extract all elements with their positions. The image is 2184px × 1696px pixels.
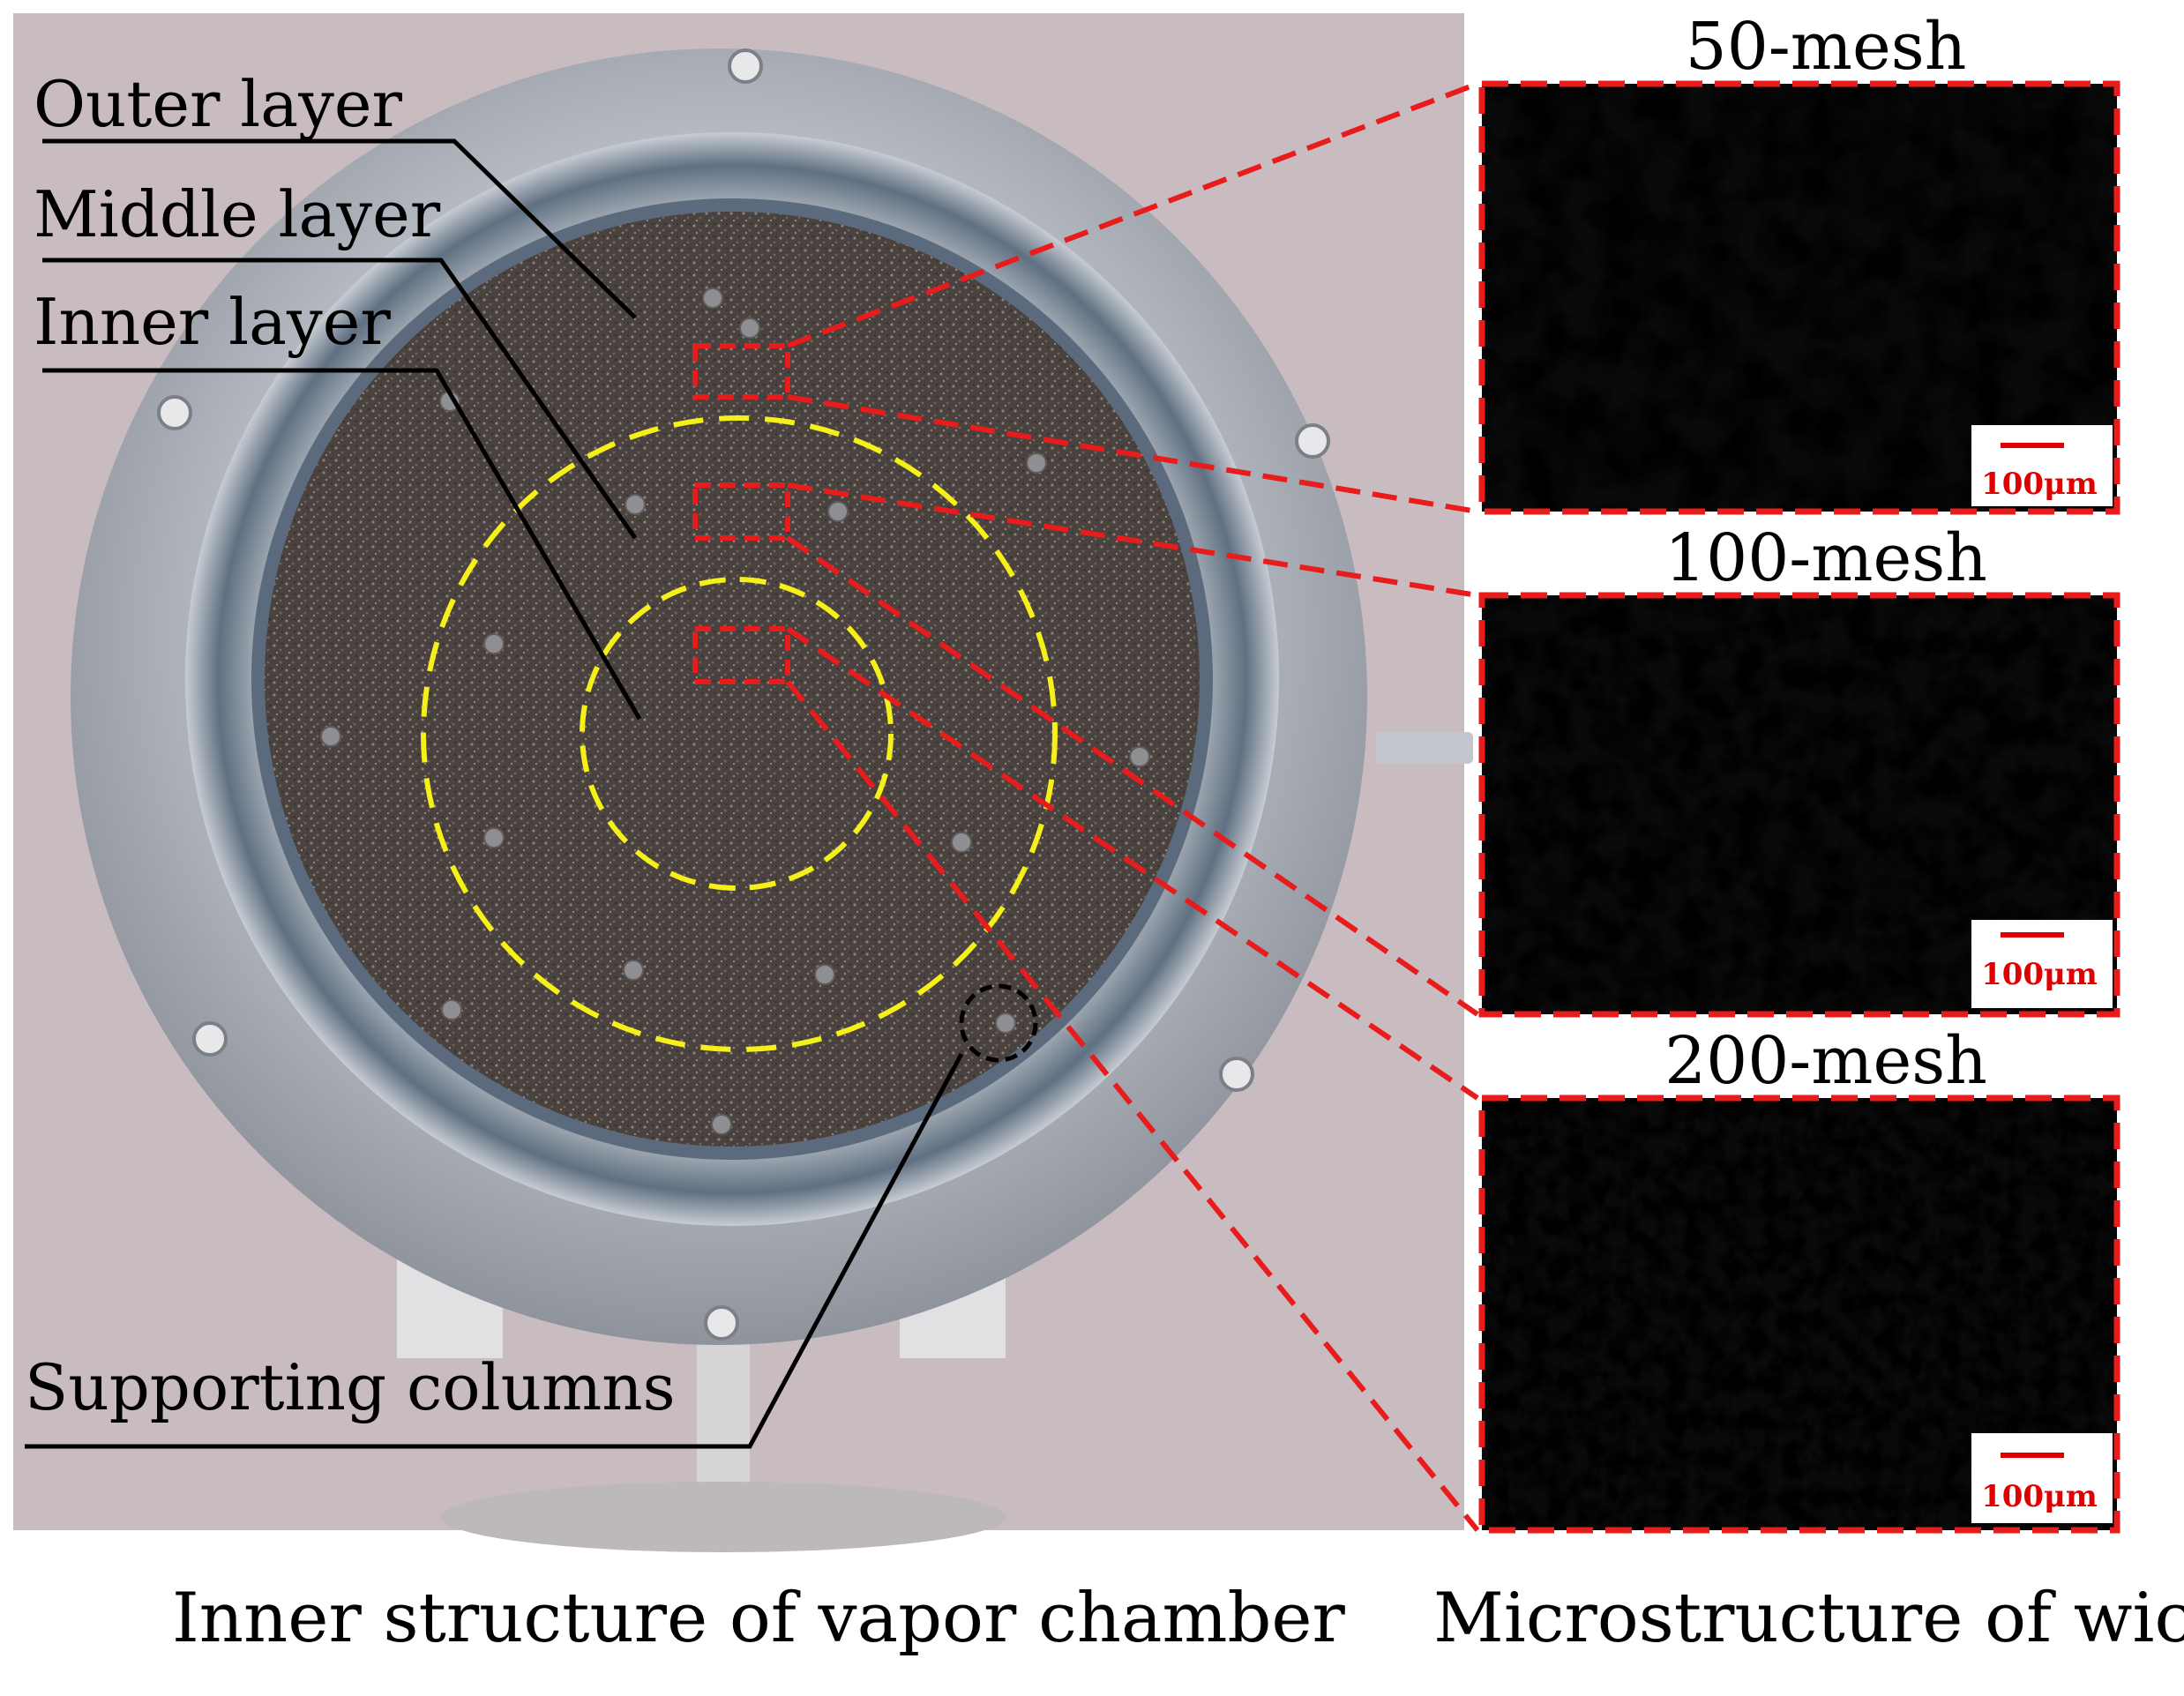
scale-backdrop-200 (1971, 1433, 2113, 1523)
bolt-hole (157, 395, 192, 430)
micrograph-50-mesh: 50-mesh 100μm (1478, 9, 2120, 515)
label-inner-layer: Inner layer (34, 285, 391, 359)
column-callout (959, 983, 1038, 1063)
leader-middle (42, 258, 638, 540)
micrograph-100-mesh: 100-mesh 100μm (1478, 520, 2120, 1018)
bolt-hole (728, 49, 763, 84)
middle-zone-outline (421, 415, 1058, 1052)
bolt-hole (1219, 1057, 1254, 1092)
mesh-title-100: 100-mesh (1664, 520, 1987, 596)
stand-base (441, 1482, 1006, 1552)
leader-inner (42, 368, 642, 721)
bolt-hole (704, 1305, 739, 1341)
scale-label-50: 100μm (1981, 467, 2098, 502)
connector-inner-top (786, 626, 1479, 1101)
bolt-hole (192, 1021, 228, 1057)
micrograph-200-mesh: 200-mesh 100μm (1478, 1023, 2120, 1534)
connector-outer-top (786, 81, 1479, 348)
label-supporting-columns: Supporting columns (25, 1350, 676, 1424)
label-outer-layer: Outer layer (34, 67, 402, 141)
scale-label-100: 100μm (1981, 957, 2098, 992)
connector-middle-bottom (786, 535, 1479, 1017)
leader-lines (25, 138, 964, 1449)
sample-box-outer (692, 343, 790, 400)
connector-inner-bottom (785, 680, 1480, 1532)
frame-50 (1478, 80, 2120, 515)
connector-outer-bottom (787, 394, 1478, 514)
inner-zone-outline (580, 577, 894, 891)
mesh-title-200: 200-mesh (1664, 1023, 1987, 1099)
caption-right: Microstructure of wick (1433, 1579, 2184, 1658)
leader-outer (42, 138, 637, 319)
scale-label-200: 100μm (1981, 1479, 2098, 1514)
leader-columns (25, 1052, 964, 1449)
side-port (1376, 732, 1473, 764)
frame-100 (1478, 592, 2120, 1018)
scale-backdrop-50 (1971, 425, 2113, 506)
label-middle-layer: Middle layer (34, 177, 441, 251)
bolt-hole (1295, 423, 1330, 459)
connector-lines (785, 81, 1480, 1532)
mesh-title-50: 50-mesh (1686, 9, 1967, 85)
connector-middle-top (787, 482, 1478, 598)
supporting-columns (320, 288, 1150, 1135)
frame-200 (1478, 1095, 2120, 1534)
caption-left: Inner structure of vapor chamber (172, 1579, 1345, 1658)
